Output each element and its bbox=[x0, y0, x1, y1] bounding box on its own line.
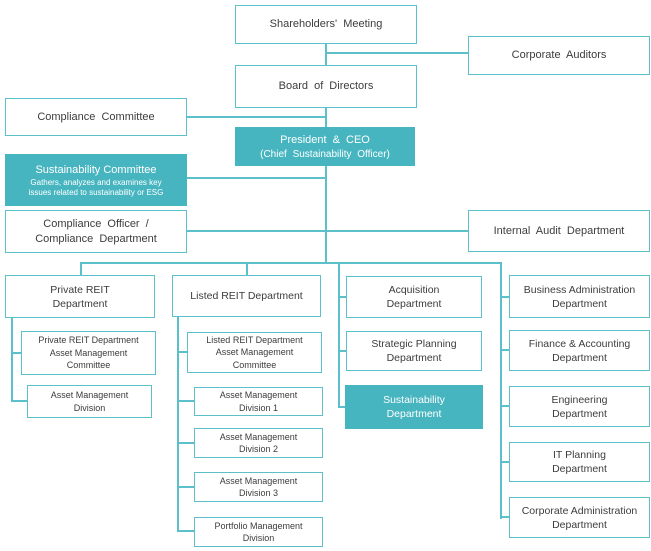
node-shareholders-meeting: Shareholders' Meeting bbox=[235, 5, 417, 44]
node-label: Asset Management Division bbox=[50, 390, 129, 413]
connector-sustainability-committee bbox=[187, 177, 326, 179]
node-description: Gathers, analyzes and examines key issue… bbox=[28, 177, 164, 197]
node-sustainability-committee: Sustainability Committee Gathers, analyz… bbox=[5, 154, 187, 206]
node-acquisition-dept: Acquisition Department bbox=[346, 276, 482, 318]
connector-drop-listed-reit bbox=[246, 262, 248, 275]
connector-stub-acquisition bbox=[338, 296, 347, 298]
node-engineering-dept: Engineering Department bbox=[509, 386, 650, 427]
connector-stub-sustainability-dept bbox=[338, 406, 346, 408]
node-label: Board of Directors bbox=[278, 80, 374, 92]
node-compliance-officer: Compliance Officer / Compliance Departme… bbox=[5, 210, 187, 253]
node-label: Listed REIT Department Asset Management … bbox=[206, 334, 303, 370]
connector-stub-portfolio bbox=[177, 530, 195, 532]
node-strategic-planning-dept: Strategic Planning Department bbox=[346, 331, 482, 371]
node-label: President & CEO bbox=[280, 133, 370, 146]
node-asset-mgmt-division: Asset Management Division bbox=[27, 385, 152, 418]
node-corporate-admin-dept: Corporate Administration Department bbox=[509, 497, 650, 538]
connector-col3-spine bbox=[338, 262, 340, 408]
connector-corporate-auditors bbox=[326, 52, 468, 54]
connector-stub-engineering bbox=[501, 405, 510, 407]
node-corporate-auditors: Corporate Auditors bbox=[468, 36, 650, 75]
node-business-admin-dept: Business Administration Department bbox=[509, 275, 650, 318]
connector-stub-it-planning bbox=[501, 461, 510, 463]
node-label: Corporate Administration Department bbox=[521, 504, 638, 531]
connector-compliance-internal-audit bbox=[187, 230, 468, 232]
node-board-of-directors: Board of Directors bbox=[235, 65, 417, 108]
node-asset-mgmt-division-2: Asset Management Division 2 bbox=[194, 428, 323, 458]
node-private-reit-dept: Private REIT Department bbox=[5, 275, 155, 318]
connector-col2-child-spine bbox=[177, 316, 179, 532]
node-compliance-committee: Compliance Committee bbox=[5, 98, 187, 136]
node-label: Corporate Auditors bbox=[511, 49, 607, 61]
node-listed-reit-dept: Listed REIT Department bbox=[172, 275, 321, 317]
node-label: Finance & Accounting Department bbox=[528, 337, 631, 364]
connector-stub-private-committee bbox=[11, 352, 22, 354]
connector-distribution-line bbox=[80, 262, 502, 264]
node-label: Private REIT Department bbox=[50, 283, 110, 310]
node-label: IT Planning Department bbox=[552, 449, 607, 475]
connector-stub-asset-division bbox=[11, 400, 28, 402]
connector-stub-division3 bbox=[177, 486, 195, 488]
node-asset-mgmt-division-1: Asset Management Division 1 bbox=[194, 387, 323, 416]
node-sustainability-dept: Sustainability Department bbox=[345, 385, 483, 429]
node-label: Internal Audit Department bbox=[493, 224, 625, 237]
node-private-reit-committee: Private REIT Department Asset Management… bbox=[21, 331, 156, 375]
node-label: Engineering Department bbox=[551, 393, 608, 420]
connector-drop-private-reit bbox=[80, 262, 82, 275]
node-listed-reit-committee: Listed REIT Department Asset Management … bbox=[187, 332, 322, 373]
node-portfolio-mgmt-division: Portfolio Management Division bbox=[194, 517, 323, 547]
connector-stub-division2 bbox=[177, 442, 195, 444]
connector-president-trunk bbox=[325, 165, 327, 264]
connector-stub-listed-committee bbox=[177, 351, 188, 353]
node-it-planning-dept: IT Planning Department bbox=[509, 442, 650, 482]
node-label: Acquisition Department bbox=[386, 284, 442, 310]
connector-stub-division1 bbox=[177, 400, 195, 402]
node-label: Private REIT Department Asset Management… bbox=[38, 335, 139, 371]
connector-compliance-committee bbox=[187, 116, 326, 118]
connector-stub-strategic bbox=[338, 350, 347, 352]
connector-col1-child-spine bbox=[11, 317, 13, 402]
node-asset-mgmt-division-3: Asset Management Division 3 bbox=[194, 472, 323, 502]
connector-stub-finance bbox=[501, 349, 510, 351]
node-label: Shareholders' Meeting bbox=[269, 18, 383, 30]
node-label: Asset Management Division 1 bbox=[219, 390, 298, 413]
node-label: Strategic Planning Department bbox=[371, 338, 457, 364]
connector-board-president bbox=[325, 107, 327, 128]
node-label: Business Administration Department bbox=[523, 283, 636, 310]
connector-stub-business-admin bbox=[501, 296, 510, 298]
node-internal-audit: Internal Audit Department bbox=[468, 210, 650, 252]
connector-stub-corporate-admin bbox=[501, 516, 510, 518]
node-label: Sustainability Department bbox=[383, 394, 445, 420]
node-sublabel: (Chief Sustainability Officer) bbox=[260, 148, 390, 160]
connector-shareholders-board bbox=[325, 44, 327, 66]
node-label: Sustainability Committee bbox=[35, 163, 157, 176]
node-label: Portfolio Management Division bbox=[214, 520, 303, 544]
node-president-ceo: President & CEO (Chief Sustainability Of… bbox=[235, 127, 415, 166]
node-finance-accounting-dept: Finance & Accounting Department bbox=[509, 330, 650, 371]
connector-col4-spine bbox=[500, 262, 502, 519]
node-label: Listed REIT Department bbox=[190, 290, 303, 302]
node-label: Asset Management Division 3 bbox=[219, 475, 298, 499]
node-label: Compliance Officer / Compliance Departme… bbox=[35, 217, 157, 245]
node-label: Asset Management Division 2 bbox=[219, 431, 298, 455]
node-label: Compliance Committee bbox=[37, 110, 155, 123]
